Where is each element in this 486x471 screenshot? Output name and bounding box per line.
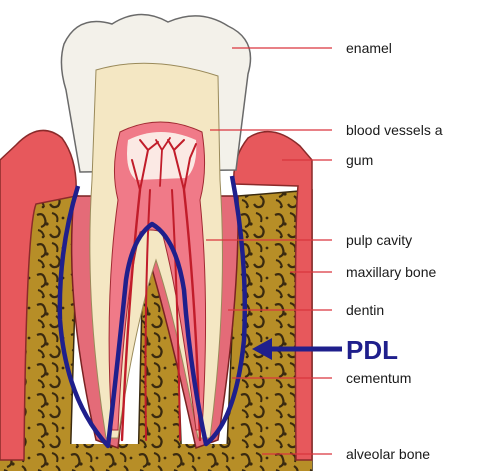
label-dentin: dentin	[346, 302, 384, 318]
label-alveolar-bone: alveolar bone	[346, 446, 430, 462]
label-gum: gum	[346, 152, 373, 168]
label-pulp-cavity: pulp cavity	[346, 232, 412, 248]
label-pdl: PDL	[346, 335, 398, 365]
bone-floor	[0, 444, 312, 471]
label-blood-vessels: blood vessels a	[346, 122, 443, 138]
label-cementum: cementum	[346, 370, 411, 386]
label-maxillary-bone: maxillary bone	[346, 264, 436, 280]
label-enamel: enamel	[346, 40, 392, 56]
